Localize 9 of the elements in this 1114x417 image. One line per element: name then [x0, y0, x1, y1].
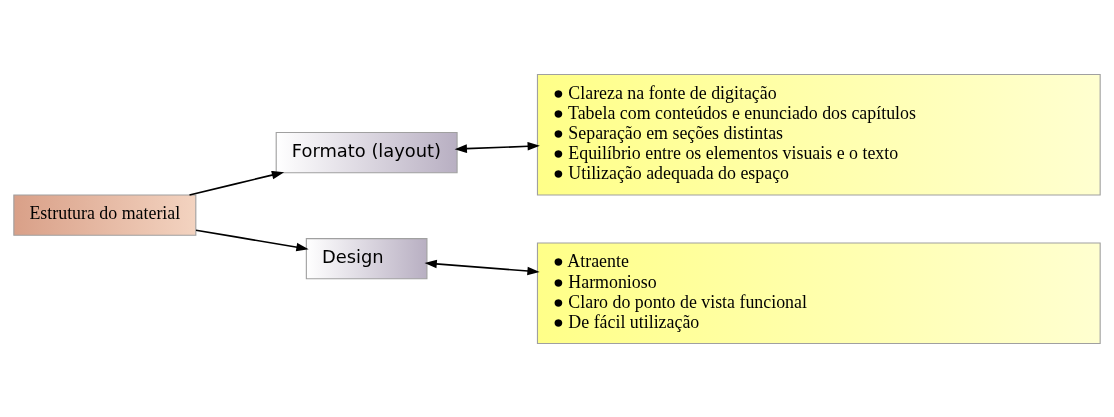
arrow: [188, 170, 285, 196]
node-box: ● Atraente ● Harmonioso ● Claro do ponto de vista funcional ● De fácil utilização: [536, 242, 1101, 344]
node-box: ● Clareza na fonte de digitação ● Tabela com conteúdos e enunciado dos capítulos ● Separação em seções distintas ● Equilíbrio entre os elementos visuais e o texto ● Utilização adequada do espaço: [536, 73, 1101, 196]
node-box: Formato (layout): [275, 131, 458, 173]
node-box: Design: [305, 237, 428, 279]
arrow: [454, 141, 540, 153]
arrow: [195, 228, 309, 251]
arrow: [424, 259, 540, 275]
node-box: Estrutura do material: [13, 194, 197, 236]
